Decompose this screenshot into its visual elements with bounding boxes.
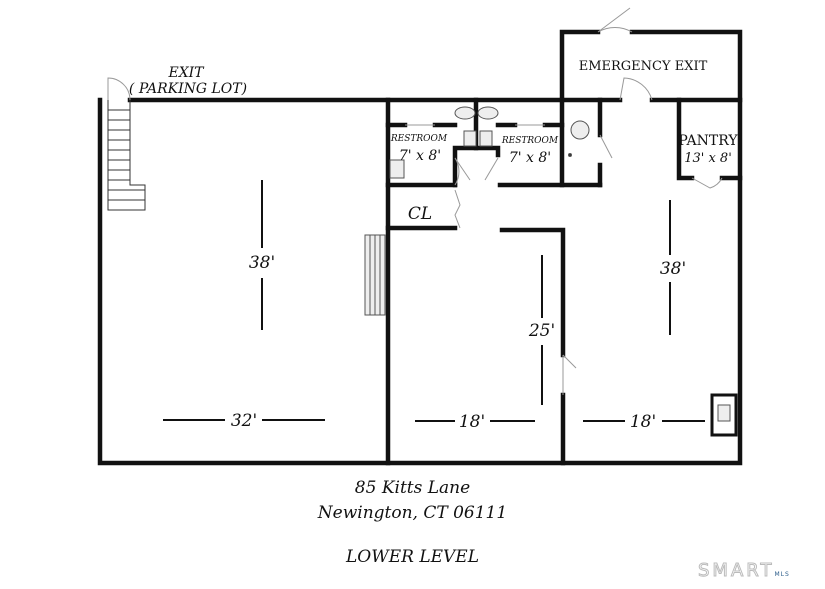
restroom-2-size: 7' x 8'	[509, 150, 551, 166]
fixtures	[364, 106, 738, 437]
exit-sub-label: ( PARKING LOT)	[129, 81, 247, 97]
watermark-text: SMART	[697, 560, 775, 582]
left-height-label: 38'	[249, 253, 275, 273]
pantry-size: 13' x 8'	[684, 151, 732, 166]
address-line2: Newington, CT 06111	[317, 503, 508, 523]
pantry-label: PANTRY	[678, 133, 738, 149]
right-width-label: 18'	[630, 412, 656, 432]
emergency-exit-label: EMERGENCY EXIT	[579, 59, 708, 74]
exit-label: EXIT	[167, 65, 205, 81]
smart-mls-watermark: SMARTMLS	[697, 560, 790, 582]
level-label: LOWER LEVEL	[346, 547, 479, 567]
stairs	[107, 100, 146, 211]
restroom-1-label: RESTROOM	[390, 134, 448, 144]
middle-width-label: 18'	[459, 412, 485, 432]
restroom-2-label: RESTROOM	[501, 136, 559, 146]
closet-label: CL	[408, 204, 432, 224]
middle-height-label: 25'	[528, 321, 555, 341]
restroom-1-size: 7' x 8'	[399, 148, 441, 164]
doors	[107, 7, 723, 395]
watermark-sub: MLS	[774, 571, 790, 578]
address-line1: 85 Kitts Lane	[354, 478, 471, 498]
dimension-lines	[163, 180, 705, 422]
walls	[97, 29, 743, 466]
left-width-label: 32'	[231, 411, 257, 431]
right-height-label: 38'	[660, 259, 686, 279]
